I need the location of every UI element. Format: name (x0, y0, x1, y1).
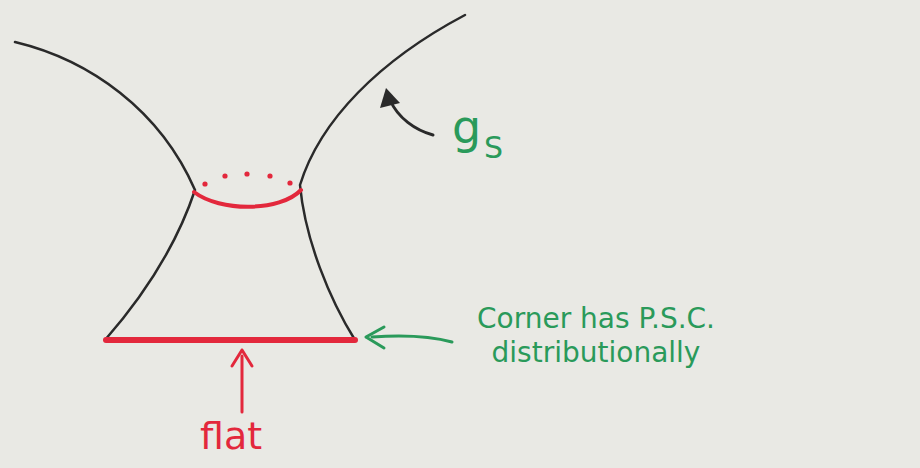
corner-note: Corner has P.S.C. distributionally (462, 302, 730, 369)
neck-dots (202, 171, 292, 186)
leader-arrow (241, 356, 244, 412)
flat-label: flat (200, 414, 262, 460)
arrow-head (232, 350, 252, 366)
leader-arrow (390, 100, 433, 135)
leader-arrow (372, 336, 452, 342)
arrow-head (380, 88, 400, 108)
profile-curve (300, 15, 465, 340)
neck-section (194, 190, 301, 207)
metric-subscript: S (484, 130, 503, 166)
metric-symbol: g (452, 100, 481, 155)
arrow-head (366, 327, 384, 348)
profile-curve (15, 42, 195, 340)
flat-boundary (106, 337, 355, 343)
